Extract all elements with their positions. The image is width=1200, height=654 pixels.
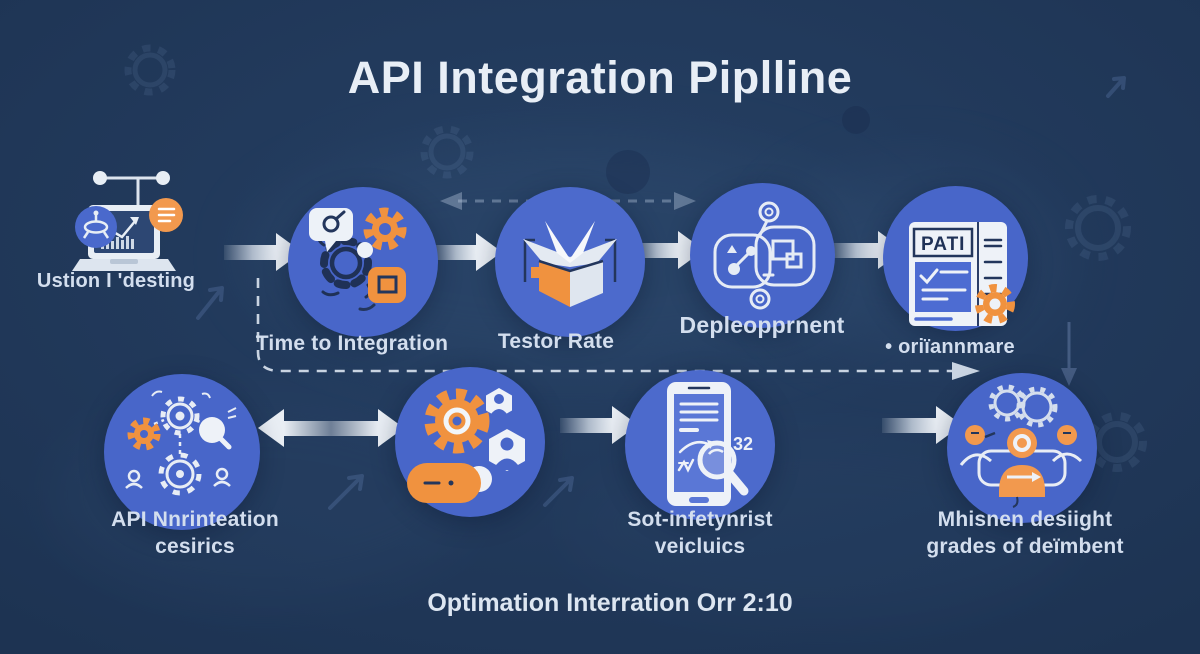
- step-label-api-document: • oriïannmare: [885, 336, 1015, 358]
- person-right-icon: [1051, 425, 1083, 463]
- step-node-monitoring: 32: [625, 370, 775, 520]
- automation-gear-icon: [407, 388, 525, 503]
- orange-gear-icon: [424, 388, 490, 454]
- document-title-text: PATI: [921, 234, 965, 255]
- label-line-1: Mhisnen desiight: [937, 508, 1113, 531]
- metrics-gears-icon: [125, 390, 237, 496]
- step-node-automation: [395, 367, 545, 517]
- orange-gear-icon: [975, 284, 1015, 324]
- orange-gear-icon: [127, 417, 161, 451]
- deployment-modules-icon: [713, 201, 816, 310]
- database-icon: [407, 463, 481, 503]
- step-node-api-document: PATI: [883, 186, 1028, 331]
- step-node-team: [947, 373, 1097, 523]
- step-label-deployment: Depleopprnent: [679, 312, 845, 338]
- step-label-api-metrics: API Nnrinteation cesirics: [75, 506, 315, 560]
- label-line-2: grades of deïmbent: [926, 535, 1124, 558]
- step-label-integration: Time to Integration: [255, 332, 449, 355]
- step-label-team: Mhisnen desiight grades of deïmbent: [885, 506, 1165, 560]
- team-collaboration-icon: [959, 384, 1083, 508]
- source-label: Ustion I 'desting: [36, 270, 196, 292]
- step-node-testor-rate: [495, 187, 645, 337]
- analytics-monitor-icon: [72, 171, 183, 271]
- badge-text: 32: [733, 434, 753, 454]
- open-box-icon: [523, 221, 617, 307]
- person-left-icon: [959, 425, 996, 466]
- page-title: API Integration Piplline: [347, 52, 853, 103]
- magnifier-icon: [697, 440, 749, 496]
- integration-gears-icon: [309, 207, 407, 311]
- magnifier-icon: [199, 417, 225, 443]
- orange-gear-icon: [363, 207, 407, 251]
- person-center-icon: [999, 428, 1045, 508]
- step-node-api-metrics: [104, 374, 260, 530]
- footer-caption: Optimation Interration Orr 2:10: [427, 589, 793, 617]
- api-document-icon: PATI: [909, 222, 1015, 326]
- label-line-1: API Nnrinteation: [111, 508, 279, 531]
- label-line-1: Sot-infetynrist: [627, 508, 773, 531]
- flow-arrow: [432, 233, 502, 271]
- step-node-integration: [288, 187, 438, 337]
- step-label-monitoring: Sot-infetynrist veicluics: [580, 506, 820, 560]
- label-line-2: veicluics: [654, 535, 746, 558]
- step-node-deployment: [690, 183, 835, 328]
- label-line-2: cesirics: [155, 535, 235, 558]
- flow-arrow-double: [258, 409, 404, 447]
- step-label-testor-rate: Testor Rate: [497, 330, 615, 353]
- phone-analytics-icon: 32: [667, 382, 753, 506]
